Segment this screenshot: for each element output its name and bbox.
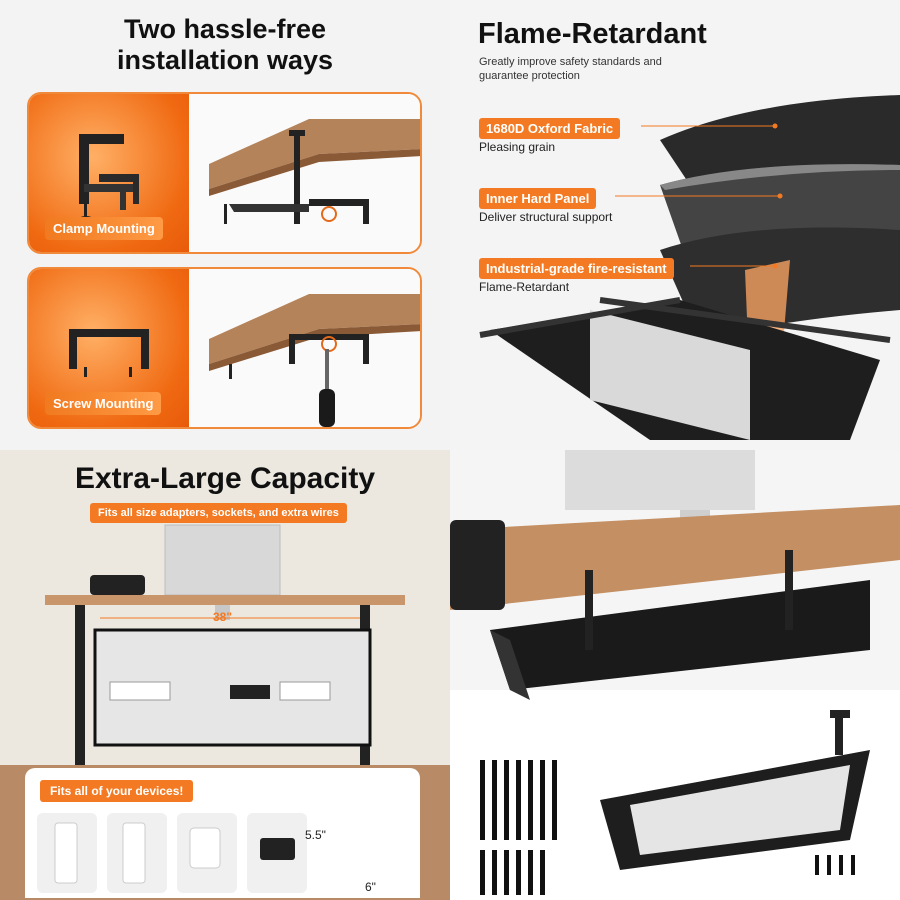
installation-panel: Two hassle-free installation ways Clamp … <box>0 0 450 450</box>
clamp-desk-image <box>189 94 420 252</box>
clamp-mounting-panel: Clamp Mounting <box>27 92 422 254</box>
screw-mounting-tag: Screw Mounting <box>45 392 162 415</box>
devices-illustration <box>37 813 307 893</box>
devices-pill: Fits all of your devices! <box>40 780 194 802</box>
clamp-bracket-icon <box>79 134 139 220</box>
capacity-title: Extra-Large Capacity <box>74 462 376 495</box>
layer-label-fire: Industrial-grade fire-resistant <box>479 258 674 279</box>
layer-desc-fire: Flame-Retardant <box>479 280 570 294</box>
installation-title-line2: installation ways <box>116 45 334 75</box>
desk-screw-illustration <box>209 294 420 427</box>
capacity-panel: Extra-Large Capacity Fits all size adapt… <box>0 450 450 900</box>
desk-clamp-illustration <box>209 119 420 224</box>
installation-title: Two hassle-free installation ways <box>0 14 450 76</box>
flame-title: Flame-Retardant <box>478 18 707 50</box>
layers-illustration <box>479 95 900 440</box>
clamp-bracket-image: Clamp Mounting <box>29 94 189 252</box>
layer-desc-fabric: Pleasing grain <box>479 140 556 154</box>
layer-label-panel: Inner Hard Panel <box>479 188 597 209</box>
installation-title-line1: Two hassle-free <box>123 14 327 44</box>
capacity-pill: Fits all size adapters, sockets, and ext… <box>90 503 347 523</box>
layer-label-fabric: 1680D Oxford Fabric <box>479 118 621 139</box>
height-dimension: 5.5" <box>305 828 326 842</box>
product-kit-panel <box>450 450 900 900</box>
width-dimension: 38" <box>213 610 233 624</box>
screw-mounting-panel: Screw Mounting <box>27 267 422 429</box>
screw-desk-image <box>189 269 420 427</box>
depth-dimension: 6" <box>365 880 376 894</box>
flame-retardant-panel: Flame-Retardant Greatly improve safety s… <box>450 0 900 450</box>
screw-bracket-icon <box>69 329 149 377</box>
screw-bracket-image: Screw Mounting <box>29 269 189 427</box>
layer-desc-panel: Deliver structural support <box>479 210 613 224</box>
flame-subtitle: Greatly improve safety standards and gua… <box>479 56 662 82</box>
product-kit-illustration <box>450 450 900 895</box>
clamp-mounting-tag: Clamp Mounting <box>45 217 163 240</box>
